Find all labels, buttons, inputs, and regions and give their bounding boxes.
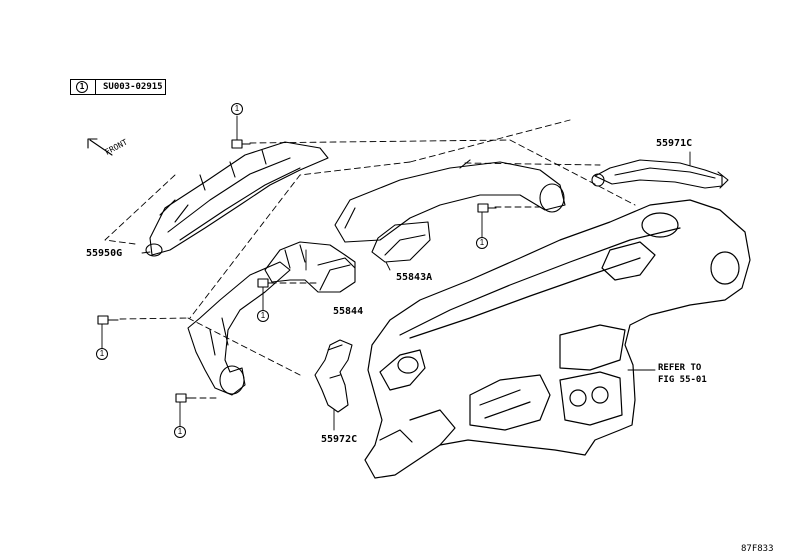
- clip-3: [257, 278, 277, 288]
- clip-4: [97, 315, 119, 325]
- front-arrow-icon: [87, 138, 113, 156]
- part-number-55844[interactable]: 55844: [333, 306, 364, 317]
- refer-note-line2[interactable]: FIG 55-01: [658, 375, 707, 385]
- legend-box: 1 SU003-02915: [70, 79, 166, 95]
- callout-circle: 1: [96, 348, 108, 360]
- callout-circle: 1: [476, 237, 488, 249]
- callout-circle: 1: [231, 103, 243, 115]
- callout-circle: 1: [174, 426, 186, 438]
- callout-leaders: [101, 115, 691, 431]
- refer-note-line1[interactable]: REFER TO: [658, 363, 702, 373]
- part-number-55950g[interactable]: 55950G: [86, 248, 123, 259]
- legend-code: SU003-02915: [103, 82, 163, 92]
- legend-divider: [95, 80, 96, 94]
- clip-1: [231, 139, 251, 149]
- part-number-55971c[interactable]: 55971C: [656, 138, 693, 149]
- legend-symbol: 1: [76, 81, 88, 93]
- part-left-duct: [187, 261, 291, 396]
- part-55950g-duct: [145, 141, 329, 257]
- part-55972c-duct: [314, 339, 353, 413]
- instrument-panel: [364, 199, 751, 479]
- part-55843a-duct: [334, 159, 566, 263]
- clip-fasteners: [97, 139, 497, 403]
- figure-code: 87F833: [741, 544, 774, 554]
- part-55844-duct: [264, 241, 356, 293]
- part-number-55843a[interactable]: 55843A: [396, 272, 433, 283]
- callout-circle: 1: [257, 310, 269, 322]
- clip-5: [175, 393, 195, 403]
- part-55971c-duct: [591, 159, 729, 189]
- part-number-55972c[interactable]: 55972C: [321, 434, 358, 445]
- clip-2: [477, 203, 497, 213]
